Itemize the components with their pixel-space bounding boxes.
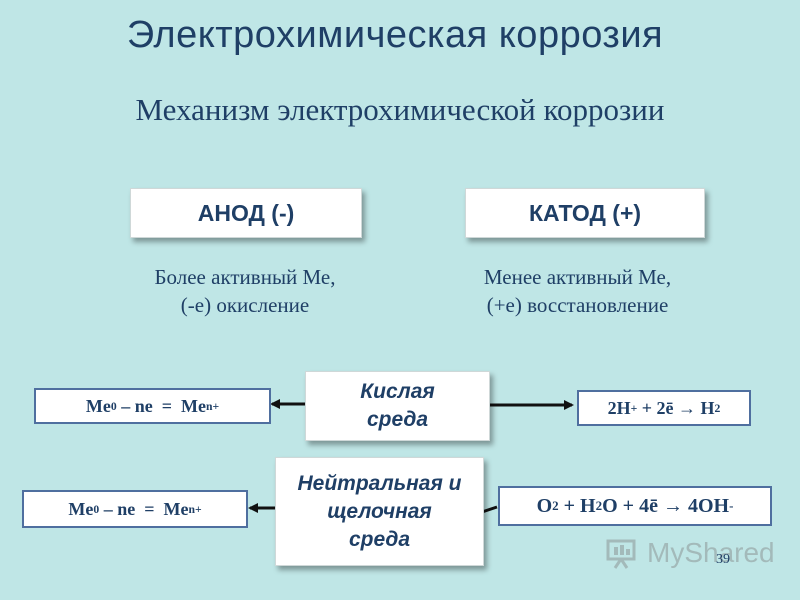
cathode-description: Менее активный Ме, (+е) восстановление xyxy=(430,263,725,319)
neutral-medium-line3: среда xyxy=(348,527,411,551)
watermark-text: MyShared xyxy=(647,537,775,568)
slide-title: Электрохимическая коррозия xyxy=(126,14,664,56)
neutral-cathode-arrow xyxy=(481,505,498,514)
neutral-medium-line1: Нейтральная и xyxy=(297,471,462,495)
eq-part: 2H xyxy=(607,397,631,418)
neutral-medium-box: Нейтральная и щелочная среда xyxy=(275,457,484,566)
eq-part: Me xyxy=(85,395,111,416)
eq-sup: 0 xyxy=(110,399,117,413)
eq-sup: + xyxy=(630,401,638,415)
watermark: MyShared xyxy=(605,535,775,571)
cathode-desc-line1: Менее активный Ме, xyxy=(483,265,672,289)
eq-sub: 2 xyxy=(552,498,559,513)
eq-part: + H xyxy=(558,494,596,517)
eq-part: Me xyxy=(68,498,94,519)
eq-part: O xyxy=(536,494,553,517)
eq-sub: 2 xyxy=(595,498,603,513)
eq-sup: 0 xyxy=(93,502,100,516)
eq-part: – ne = Me xyxy=(99,498,189,519)
acid-medium-line1: Кислая xyxy=(360,380,435,403)
eq-sup: n+ xyxy=(205,399,220,413)
cathode-desc-line2: (+е) восстановление xyxy=(486,293,669,317)
slide-subtitle: Механизм электрохимической коррозии xyxy=(135,92,665,127)
cathode-label: КАТОД (+) xyxy=(528,199,642,226)
eq-part: + 2ē → H xyxy=(637,397,715,418)
eq-sub: 2 xyxy=(714,401,721,415)
anode-label: АНОД (-) xyxy=(197,199,295,226)
neutral-medium-line2: щелочная xyxy=(327,499,432,523)
cathode-box: КАТОД (+) xyxy=(465,188,705,238)
anode-box: АНОД (-) xyxy=(130,188,362,238)
anode-desc-line2: (-е) окисление xyxy=(180,293,310,317)
page-number: 39 xyxy=(716,552,730,567)
eq-sup: - xyxy=(729,498,734,513)
eq-sup: n+ xyxy=(188,502,202,516)
anode-desc-line1: Более активный Ме, xyxy=(154,265,336,289)
presentation-icon xyxy=(606,539,636,569)
eq-part: – ne = Me xyxy=(116,395,206,416)
anode-description: Более активный Ме, (-е) окисление xyxy=(100,263,390,319)
eq-part: O + 4ē → 4OH xyxy=(602,494,730,517)
acid-medium-line2: среда xyxy=(366,408,429,431)
acid-medium-box: Кислая среда xyxy=(305,371,490,441)
